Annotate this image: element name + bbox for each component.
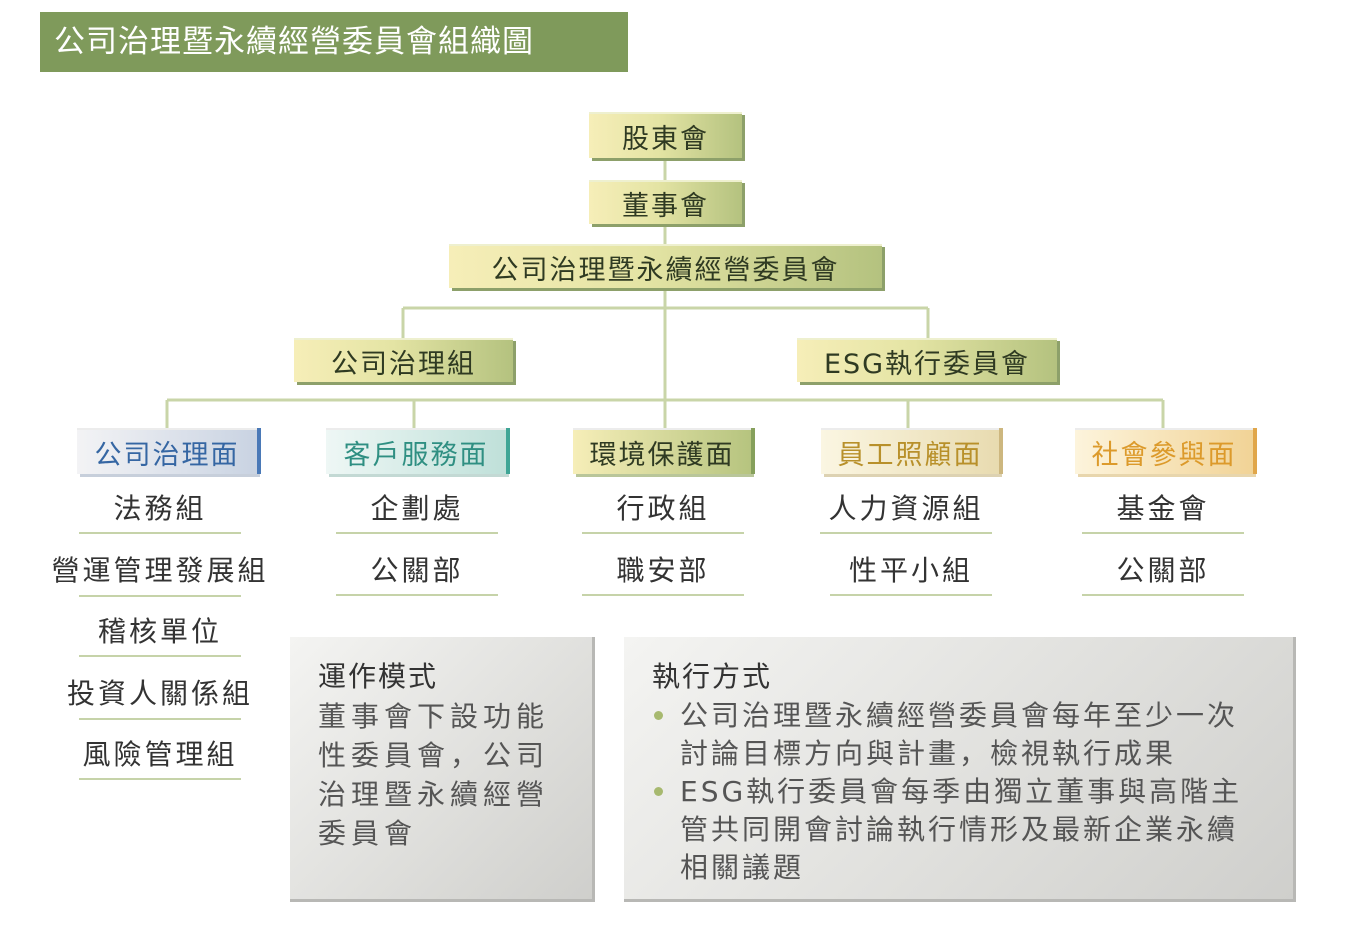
board-box: 董事會 [589, 180, 742, 224]
category-social: 社會參與面 [1075, 428, 1253, 474]
unit-foundation: 基金會 [1082, 484, 1244, 534]
unit-public-relations: 公關部 [336, 546, 498, 596]
unit-investor-relations: 投資人關係組 [66, 677, 253, 710]
category-environment: 環境保護面 [573, 428, 751, 474]
execution-title: 執行方式 [652, 660, 773, 693]
category-employee-care: 員工照顧面 [821, 428, 999, 474]
category-governance: 公司治理面 [77, 428, 257, 474]
unit-administration: 行政組 [582, 484, 744, 534]
execution-panel: 執行方式 公司治理暨永續經營委員會每年至少一次 討論目標方向與計畫，檢視執行成果… [624, 637, 1296, 902]
operation-body: 董事會下設功能 性委員會，公司 治理暨永續經營 委員會 [318, 697, 549, 853]
unit-audit: 稽核單位 [79, 607, 241, 657]
execution-bullet: 公司治理暨永續經營委員會每年至少一次 討論目標方向與計畫，檢視執行成果 [652, 697, 1242, 773]
shareholders-box: 股東會 [589, 112, 742, 158]
unit-legal: 法務組 [79, 484, 241, 534]
unit-occupational-safety: 職安部 [582, 546, 744, 596]
category-customer-service: 客戶服務面 [326, 428, 506, 474]
operation-line: 性委員會，公司 [318, 739, 550, 772]
operation-panel: 運作模式 董事會下設功能 性委員會，公司 治理暨永續經營 委員會 [290, 637, 595, 902]
unit-risk-management: 風險管理組 [79, 730, 241, 780]
operation-line: 治理暨永續經營 [318, 778, 550, 811]
operation-line: 董事會下設功能 [318, 700, 550, 733]
execution-list: 公司治理暨永續經營委員會每年至少一次 討論目標方向與計畫，檢視執行成果 ESG執… [652, 697, 1242, 887]
unit-gender-equality: 性平小組 [830, 546, 992, 596]
bullet-dot-icon [654, 787, 663, 796]
unit-planning: 企劃處 [336, 484, 498, 534]
governance-group-box: 公司治理組 [294, 338, 513, 382]
page-title: 公司治理暨永續經營委員會組織圖 [40, 12, 628, 72]
operation-title: 運作模式 [318, 660, 439, 693]
committee-box: 公司治理暨永續經營委員會 [449, 244, 882, 288]
operation-line: 委員會 [318, 817, 418, 850]
esg-committee-box: ESG執行委員會 [797, 338, 1057, 382]
unit-divider [79, 595, 241, 597]
unit-divider [79, 718, 241, 720]
unit-public-relations-social: 公關部 [1082, 546, 1244, 596]
execution-bullet: ESG執行委員會每季由獨立董事與高階主 管共同開會討論執行情形及最新企業永續 相… [652, 773, 1242, 887]
bullet-dot-icon [654, 711, 663, 720]
unit-human-resources: 人力資源組 [820, 484, 992, 534]
unit-operations-development: 營運管理發展組 [51, 554, 269, 587]
